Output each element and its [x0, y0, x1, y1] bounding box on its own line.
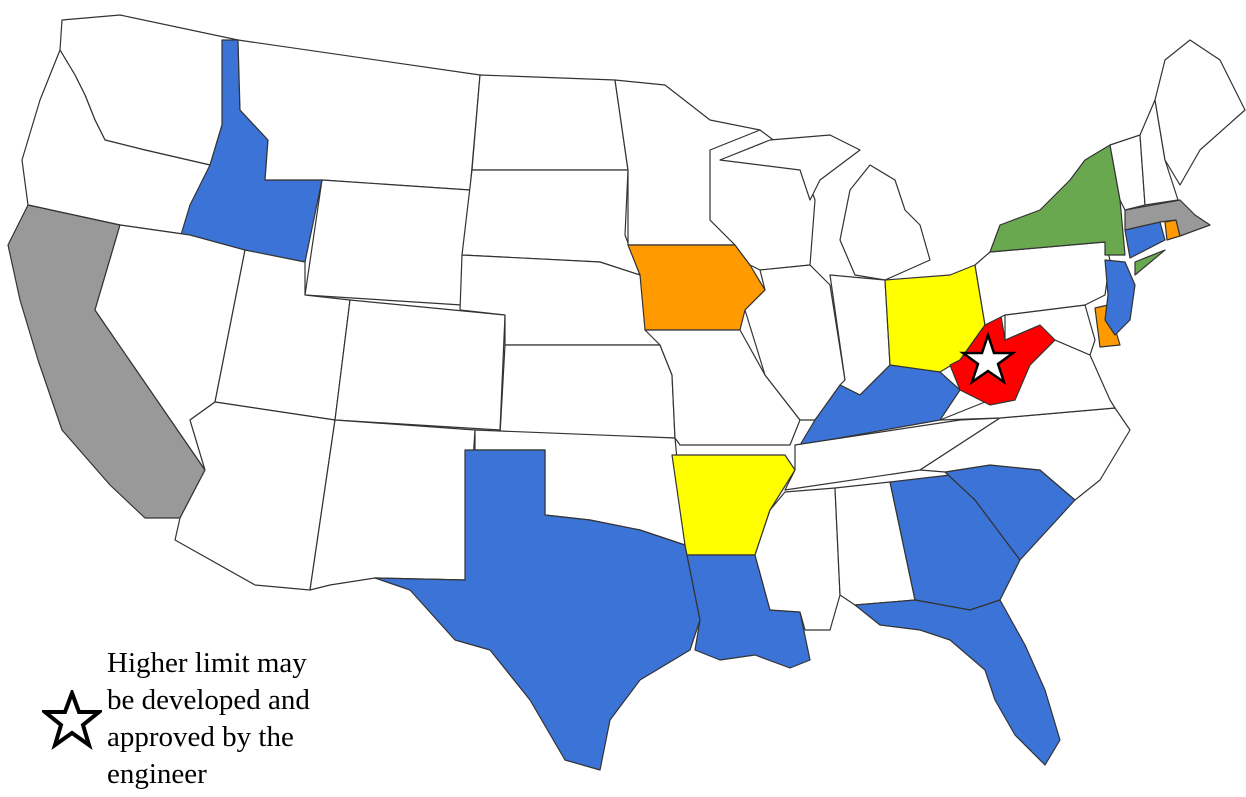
state-MA [1124, 199, 1211, 237]
state-CO [334, 299, 506, 431]
state-MD [1004, 304, 1096, 356]
state-IL [744, 264, 846, 421]
state-ND [471, 74, 629, 171]
state-NJ [1104, 259, 1136, 336]
state-TX [374, 449, 701, 771]
state-MI [719, 134, 931, 281]
star-icon [42, 690, 102, 750]
state-FL [854, 599, 1061, 766]
state-WY [304, 179, 471, 306]
state-NM [309, 419, 476, 591]
state-NH [1139, 99, 1179, 206]
legend-star-label: Higher limit may be developed and approv… [107, 647, 310, 790]
state-ME [1154, 39, 1246, 186]
state-MT [237, 39, 481, 191]
wv-star-marker-icon [959, 331, 1017, 386]
state-AZ [174, 401, 336, 591]
state-DE [1094, 304, 1121, 348]
state-VT [1109, 134, 1146, 211]
state-KS [499, 344, 676, 439]
legend: Higher limit may be developed and approv… [42, 645, 362, 795]
state-MO [644, 329, 801, 446]
